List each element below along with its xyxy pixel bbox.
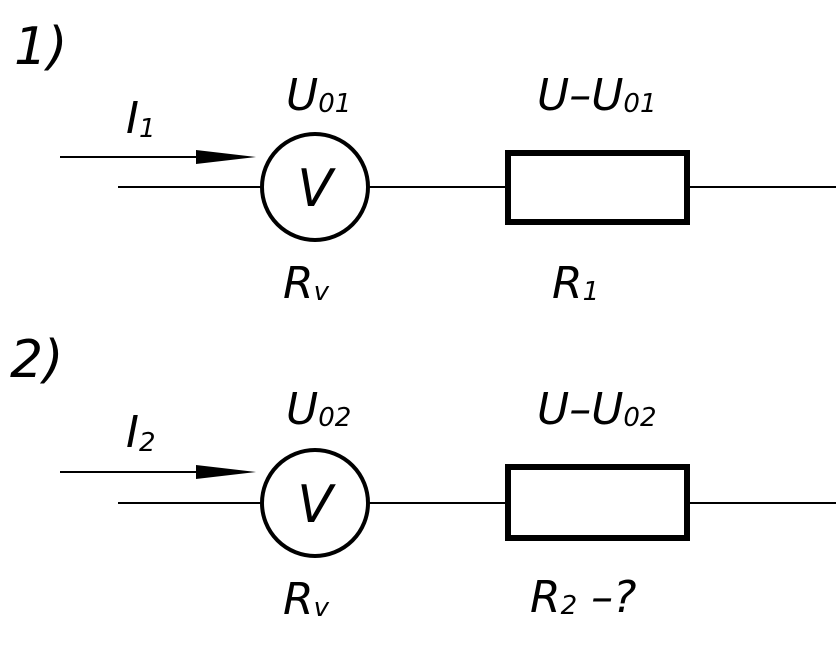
resistor-label-2: R2 –? [530, 572, 636, 623]
voltmeter-symbol-1: V [297, 159, 336, 219]
current-arrow-2 [60, 465, 256, 479]
current-label-1: I1 [126, 93, 156, 144]
resistor-voltage-1: U–U01 [537, 70, 657, 121]
voltmeter-resistance-2: Rv [283, 574, 330, 625]
circuit-2-number: 2) [10, 330, 63, 390]
voltmeter-2: V [260, 448, 370, 558]
circuit-2: 2) I2 V U02 Rv U–U02 R2 –? [10, 330, 836, 625]
resistor-1 [505, 150, 690, 225]
resistor-voltage-2: U–U02 [537, 384, 657, 435]
resistor-label-1: R1 [552, 258, 599, 309]
circuit-1-number: 1) [14, 17, 67, 77]
resistor-2 [505, 464, 690, 541]
current-label-2: I2 [126, 407, 156, 458]
voltmeter-voltage-1: U01 [286, 70, 351, 121]
voltmeter-1: V [260, 132, 370, 242]
voltmeter-voltage-2: U02 [286, 384, 351, 435]
current-arrow-1 [60, 150, 256, 164]
circuit-1: 1) I1 V U01 Rv U–U01 R1 [14, 17, 836, 309]
voltmeter-resistance-1: Rv [283, 258, 330, 309]
voltmeter-symbol-2: V [297, 475, 336, 535]
